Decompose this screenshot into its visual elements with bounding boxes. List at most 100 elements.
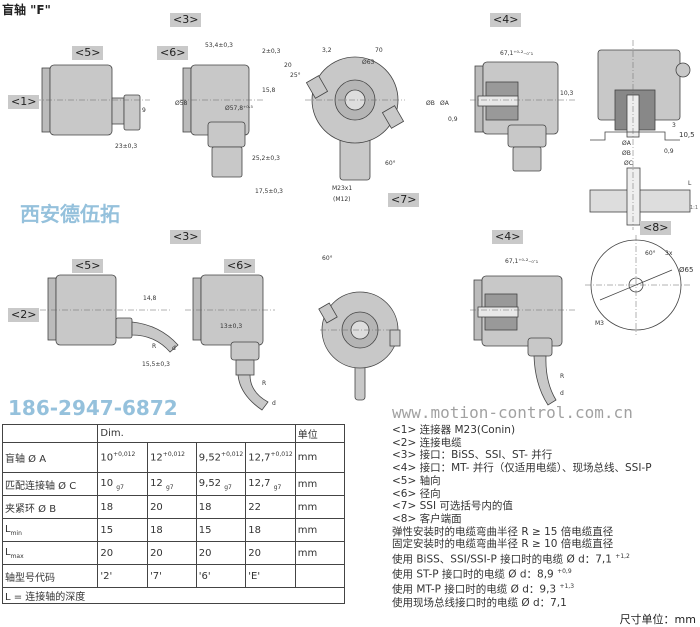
legend-item: <1> 连接器 M23(Conin) xyxy=(392,424,516,436)
encoder-mounting-view xyxy=(589,49,691,226)
dimension-drawings: 53,4±0,3 2±0,3 Ø58 Ø57,8⁺⁰·⁵ 15,8 25,2±0… xyxy=(35,40,695,411)
row-unit: mm xyxy=(294,541,346,565)
dim-label: 9 xyxy=(142,107,146,114)
legend-item: <6> 径向 xyxy=(392,487,441,500)
row-unit: mm xyxy=(294,472,346,496)
dim-label: d xyxy=(560,390,564,397)
page-title: 盲轴 "F" xyxy=(2,3,51,17)
legend-item: <4> 接口：MT- 并行（仅适用电缆）、现场总线、SSI-P xyxy=(392,462,652,475)
dim-label: 23±0,3 xyxy=(115,143,137,150)
tag-3: <3> xyxy=(170,230,202,244)
table-cell: 18 xyxy=(97,495,149,519)
table-cell: 22 xyxy=(245,495,296,519)
table-cell: 18 xyxy=(245,518,296,542)
tag-1: <1> xyxy=(8,95,40,109)
row-unit: mm xyxy=(294,495,346,519)
legend-item: <7> SSI 可选括号内的值 xyxy=(392,500,513,513)
legend-item: 使用 MT-P 接口时的电缆 Ø d：9,3 +1,3 xyxy=(392,583,575,596)
table-cell: 12,7+0,012 xyxy=(245,442,296,473)
dim-label: 2±0,3 xyxy=(262,48,281,55)
table-cell: 20 xyxy=(97,541,149,565)
dim-label: 60° xyxy=(645,250,656,257)
row-unit xyxy=(294,564,346,588)
legend-item: 弹性安装时的电缆弯曲半径 R ≥ 15 倍电缆直径 xyxy=(392,525,614,538)
table-cell: 9,52 g7 xyxy=(195,472,247,496)
dim-label: 20 xyxy=(284,62,292,69)
header-unit: 单位 xyxy=(294,424,346,443)
header-empty xyxy=(1,424,99,443)
dim-label: 3 xyxy=(672,122,676,129)
watermark-company: 西安德伍拓 xyxy=(20,202,120,226)
scale-label: 1:1 xyxy=(690,205,699,211)
table-cell: 20 xyxy=(147,541,197,565)
dim-label: L xyxy=(688,180,692,187)
legend: <1> 连接器 M23(Conin)<2> 连接电缆<3> 接口：BiSS、SS… xyxy=(392,424,652,609)
tag-4: <4> xyxy=(492,230,524,244)
table-cell: 9,52+0,012 xyxy=(195,442,247,473)
table-cell: 12,7 g7 xyxy=(245,472,296,496)
table-cell: 15 xyxy=(97,518,149,542)
dim-label: 25,2±0,3 xyxy=(252,155,280,162)
tag-8: <8> xyxy=(640,221,672,235)
legend-item: 使用现场总线接口时的电缆 Ø d：7,1 xyxy=(392,596,567,609)
dim-label: 17,5±0,3 xyxy=(255,188,283,195)
tag-6: <6> xyxy=(157,46,189,60)
row-unit: mm xyxy=(294,518,346,542)
dim-label: ØB xyxy=(426,100,435,107)
dim-label: 3x xyxy=(665,250,673,257)
encoder-section-view xyxy=(474,61,559,172)
legend-item: 固定安装时的电缆弯曲半径 R ≥ 10 倍电缆直径 xyxy=(392,538,614,551)
tag-3: <3> xyxy=(170,13,202,27)
row-label: Lmin xyxy=(1,518,99,542)
row-label: 盲轴 Ø A xyxy=(1,442,99,473)
dim-label: d xyxy=(172,345,176,352)
row-label: 匹配连接轴 Ø C xyxy=(1,472,99,496)
row-label: 夹紧环 Ø B xyxy=(1,495,99,519)
legend-item: 使用 ST-P 接口时的电缆 Ø d：8,9 +0,9 xyxy=(392,568,572,581)
dim-label: R xyxy=(262,380,266,387)
dim-label: 15,8 xyxy=(262,87,276,94)
dim-label: 53,4±0,3 xyxy=(205,42,233,49)
watermark-url: www.motion-control.com.cn xyxy=(392,403,633,422)
table-cell: 10 g7 xyxy=(97,472,149,496)
row-label: Lmax xyxy=(1,541,99,565)
header-dim: Dim. xyxy=(97,424,296,443)
table-cell: 20 xyxy=(245,541,296,565)
dim-label: ØC xyxy=(624,160,633,167)
legend-item: 使用 BiSS、SSI/SSI-P 接口时的电缆 Ø d：7,1 +1,2 xyxy=(392,553,630,566)
table-cell: 15 xyxy=(195,518,247,542)
dim-label: 25° xyxy=(290,72,301,79)
dim-label: Ø63 xyxy=(362,59,375,66)
encoder-side-view-axial-cable xyxy=(47,274,179,353)
watermark-phone: 186-2947-6872 xyxy=(8,396,178,420)
dim-label: (M12) xyxy=(333,196,351,203)
tag-4: <4> xyxy=(490,13,522,27)
dim-label: d xyxy=(272,400,276,407)
legend-item: <2> 连接电缆 xyxy=(392,436,462,449)
dim-label: 10,5 xyxy=(679,131,695,139)
dim-label: 60° xyxy=(322,255,333,262)
legend-item: <8> 客户端面 xyxy=(392,512,462,525)
dim-label: 67,1⁺⁰·²₋₀·₁ xyxy=(505,258,539,265)
table-cell: 12 g7 xyxy=(147,472,197,496)
tag-5: <5> xyxy=(72,46,104,60)
table-cell: 20 xyxy=(195,541,247,565)
table-cell: 10+0,012 xyxy=(97,442,149,473)
encoder-side-view-radial-connector xyxy=(182,64,250,178)
tag-2: <2> xyxy=(8,308,40,322)
dim-label: 67,1⁺⁰·²₋₀·₁ xyxy=(500,50,534,57)
dim-label: ØB xyxy=(622,150,631,157)
dim-label: M3 xyxy=(595,320,604,327)
dim-label: R xyxy=(560,373,564,380)
table-cell: 'E' xyxy=(245,564,296,588)
tag-6: <6> xyxy=(224,259,256,273)
dim-label: 0,9 xyxy=(664,148,674,155)
dim-label: 70 xyxy=(375,47,383,54)
tag-5: <5> xyxy=(72,259,104,273)
dim-label: 14,8 xyxy=(143,295,157,302)
